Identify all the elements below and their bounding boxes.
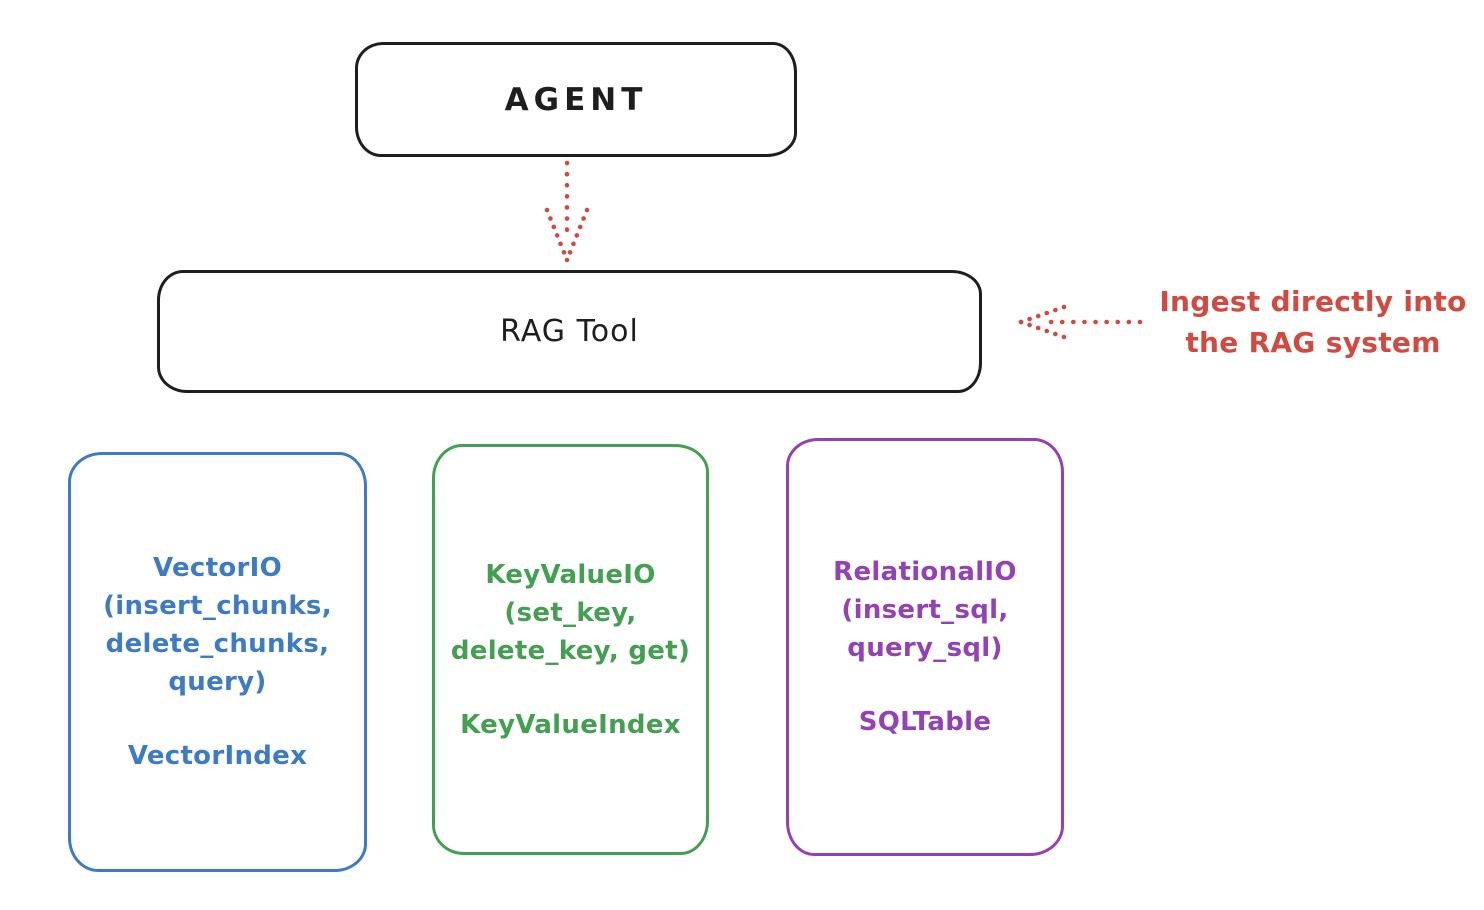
agent-to-ragtool-arrow-icon: [544, 160, 590, 263]
rag-tool-label: RAG Tool: [500, 314, 639, 349]
vector-io-method-line: (insert_chunks,: [103, 591, 332, 621]
keyvalue-io-box: KeyValueIO (set_key, delete_key, get) Ke…: [432, 444, 709, 855]
vector-io-title: VectorIO: [152, 553, 283, 583]
vector-index-label: VectorIndex: [127, 741, 308, 771]
keyvalue-io-method-line: (set_key,: [504, 597, 637, 628]
vector-io-box: VectorIO (insert_chunks, delete_chunks, …: [68, 452, 367, 872]
relational-io-title: RelationalIO: [833, 557, 1017, 587]
ingest-annotation-line1: Ingest directly into: [1159, 285, 1467, 318]
relational-io-box: RelationalIO (insert_sql, query_sql) SQL…: [786, 438, 1064, 856]
annotation-to-ragtool-arrow-icon: [1018, 304, 1143, 340]
keyvalue-io-title: KeyValueIO: [485, 559, 656, 590]
vector-io-method-line: delete_chunks,: [105, 629, 330, 659]
sqltable-label: SQLTable: [858, 707, 992, 737]
relational-io-method-line: (insert_sql,: [841, 595, 1009, 625]
rag-tool-box: RAG Tool: [157, 270, 982, 393]
relational-io-method-line: query_sql): [847, 633, 1003, 663]
ingest-annotation: Ingest directly into the RAG system: [1143, 281, 1483, 363]
agent-label: AGENT: [504, 81, 648, 118]
keyvalue-index-label: KeyValueIndex: [460, 709, 681, 740]
keyvalue-io-method-line: delete_key, get): [450, 635, 691, 666]
ingest-annotation-line2: the RAG system: [1185, 326, 1441, 359]
vector-io-method-line: query): [168, 667, 267, 697]
agent-box: AGENT: [355, 42, 797, 157]
